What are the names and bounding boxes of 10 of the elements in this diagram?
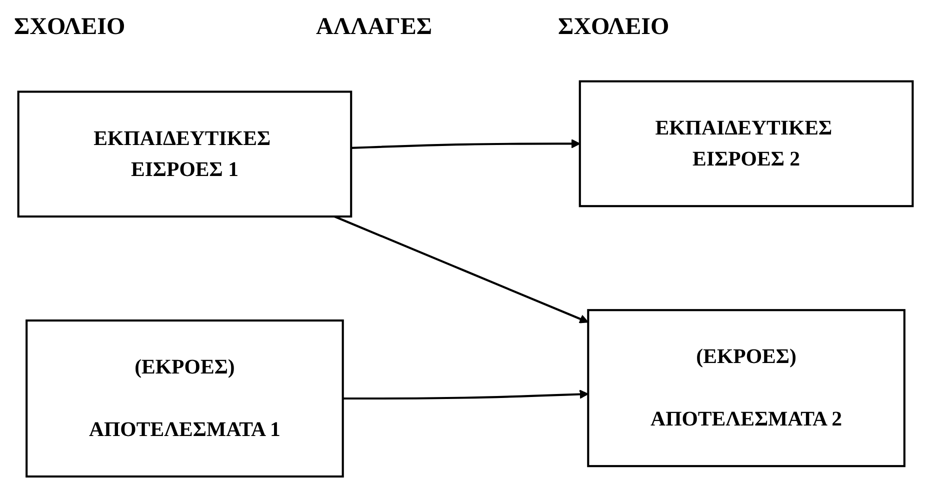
column-heading: ΑΛΛΑΓΕΣ: [316, 14, 432, 41]
node-box: (ΕΚΡΟΕΣ) ΑΠΟΤΕΛΕΣΜΑΤΑ 2: [587, 309, 906, 468]
node-box: ΕΚΠΑΙΔΕΥΤΙΚΕΣ ΕΙΣΡΟΕΣ 1: [17, 90, 352, 218]
arrow: [342, 390, 589, 400]
node-box: (ΕΚΡΟΕΣ) ΑΠΟΤΕΛΕΣΜΑΤΑ 1: [26, 320, 344, 478]
arrow: [334, 216, 589, 324]
column-heading: ΣΧΟΛΕΙΟ: [14, 14, 126, 41]
node-box: ΕΚΠΑΙΔΕΥΤΙΚΕΣ ΕΙΣΡΟΕΣ 2: [578, 80, 914, 208]
arrow: [351, 139, 580, 150]
column-heading: ΣΧΟΛΕΙΟ: [558, 14, 670, 41]
